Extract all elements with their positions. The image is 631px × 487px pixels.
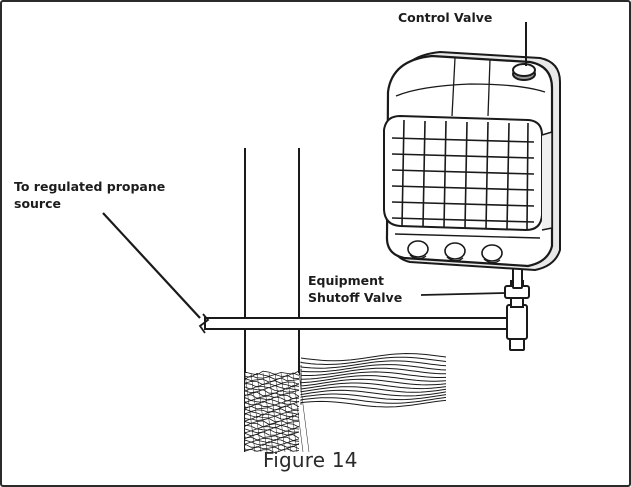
equipment-leader-line: [420, 292, 506, 296]
equipment-shutoff-label: Equipment Shutoff Valve: [308, 273, 402, 307]
propane-source-label: To regulated propane source: [14, 179, 165, 213]
equipment-label-line-1: Equipment: [308, 273, 384, 288]
floor-lines: [300, 352, 447, 408]
equipment-shutoff-valve: [504, 265, 530, 299]
control-valve-text: Control Valve: [398, 10, 493, 25]
control-valve-knob: [512, 63, 536, 81]
propane-label-line-2: source: [14, 195, 61, 211]
heater-unit: [383, 51, 561, 271]
control-valve-label: Control Valve: [398, 10, 492, 27]
figure-caption: Figure 14: [263, 448, 358, 472]
propane-leader-line: [102, 212, 201, 319]
equipment-label-line-2: Shutoff Valve: [308, 289, 403, 305]
gas-pipe: [198, 313, 511, 334]
propane-label-line-1: To regulated propane: [14, 179, 166, 194]
wall-hatching: [244, 370, 310, 454]
